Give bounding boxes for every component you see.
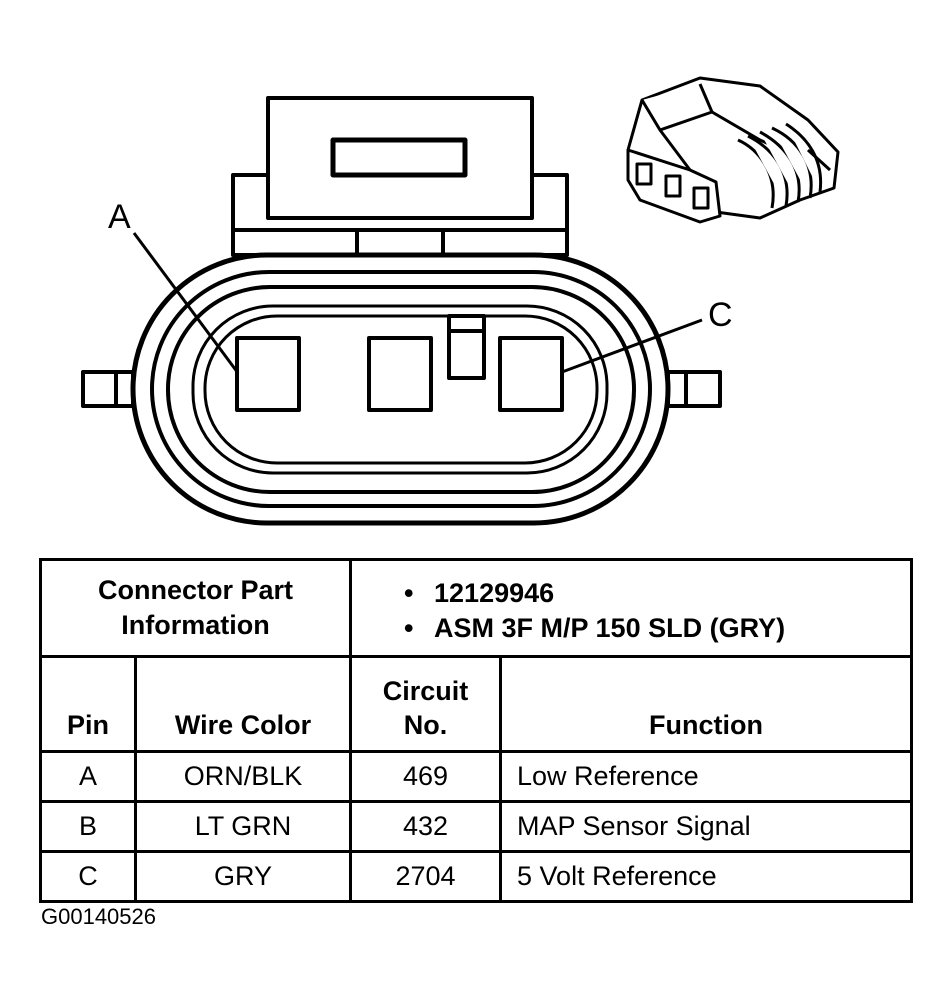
part-description: ASM 3F M/P 150 SLD (GRY)	[404, 611, 910, 646]
leader-line-c	[561, 318, 703, 374]
pin-cell: B	[39, 800, 137, 853]
table-row: A ORN/BLK 469 Low Reference	[39, 750, 914, 803]
wire-color-cell: LT GRN	[133, 800, 353, 853]
key-slot	[447, 314, 486, 380]
column-header-row: Pin Wire Color Circuit No. Function	[39, 655, 914, 753]
circuit-no-cell: 432	[349, 800, 503, 853]
right-ear	[666, 370, 722, 408]
connector-part-info-values: 12129946 ASM 3F M/P 150 SLD (GRY)	[349, 558, 914, 658]
connector-part-info-row: Connector Part Information 12129946 ASM …	[38, 558, 914, 658]
table-row: C GRY 2704 5 Volt Reference	[39, 850, 914, 903]
terminal-a	[235, 336, 301, 412]
connector-face-diagram: A C	[81, 76, 840, 526]
left-ear	[81, 370, 135, 408]
function-cell: Low Reference	[499, 750, 914, 803]
connector-info-table: Connector Part Information 12129946 ASM …	[38, 558, 914, 903]
header-wire-color: Wire Color	[133, 655, 353, 753]
pin-cell: A	[39, 750, 137, 803]
latch-window	[330, 137, 468, 178]
circuit-no-cell: 469	[349, 750, 503, 803]
wire-color-cell: GRY	[133, 850, 353, 903]
callout-c: C	[708, 296, 733, 334]
leader-line-a	[132, 232, 240, 374]
wire-color-cell: ORN/BLK	[133, 750, 353, 803]
circuit-no-cell: 2704	[349, 850, 503, 903]
connector-3d-illustration	[626, 76, 840, 224]
function-cell: MAP Sensor Signal	[499, 800, 914, 853]
callout-a: A	[108, 198, 131, 236]
pin-cell: C	[39, 850, 137, 903]
figure-id: G00140526	[41, 904, 156, 929]
part-number: 12129946	[404, 576, 910, 611]
header-circuit-no: Circuit No.	[349, 655, 503, 753]
terminal-c	[498, 336, 564, 412]
header-function: Function	[499, 655, 914, 753]
function-cell: 5 Volt Reference	[499, 850, 914, 903]
terminal-b	[367, 336, 433, 412]
header-circuit-no-text: Circuit No.	[382, 676, 469, 740]
header-pin: Pin	[39, 655, 137, 753]
connector-part-info-label: Connector Part Information	[38, 558, 353, 658]
table-row: B LT GRN 432 MAP Sensor Signal	[39, 800, 914, 853]
